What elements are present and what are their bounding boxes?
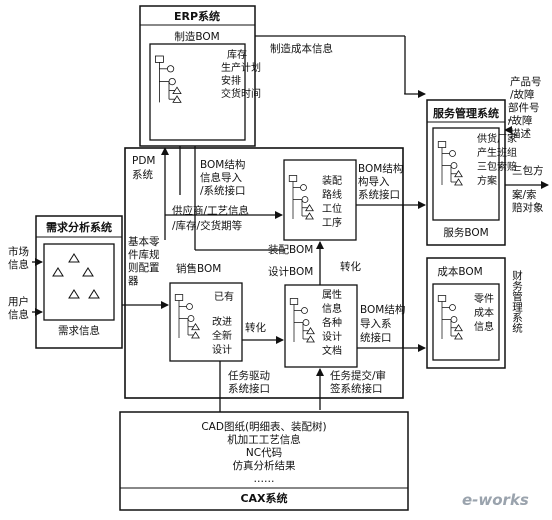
- market-input-3: 信息: [8, 308, 29, 321]
- mfg-bom-label: 制造BOM: [174, 30, 219, 43]
- cax-line-0: CAD图纸(明细表、装配树): [201, 420, 326, 433]
- service-input-1: /故障: [510, 88, 535, 101]
- demand-triangle-icons: [52, 253, 100, 299]
- basic-part-lib-3: 器: [128, 275, 139, 287]
- erp-v-1: 生产计划: [221, 61, 261, 74]
- basic-part-lib-0: 基本零: [128, 235, 160, 248]
- demand-info-box: [43, 243, 115, 321]
- cost-vertical-text: 零件 成本 信息: [474, 293, 494, 333]
- design-v-2: 各种: [322, 316, 342, 329]
- task-submit-1: 签系统接口: [330, 382, 383, 395]
- supplier-0: 供应商/工艺信息: [172, 204, 249, 217]
- sales-v-3: 设计: [212, 343, 232, 356]
- service-bom-label: 服务BOM: [443, 226, 488, 239]
- design-v-0: 属性: [322, 288, 342, 301]
- assembly-v-1: 路线: [322, 188, 342, 201]
- assembly-v-0: 装配: [322, 174, 342, 187]
- bom-struct-right-1: 构导入: [358, 175, 390, 188]
- finance-system-label: 财务管理系统: [511, 269, 523, 333]
- cax-line-4: ……: [254, 473, 275, 485]
- bom-struct-right-2: 系统接口: [358, 188, 400, 201]
- bom-struct-mid-2: 统接口: [360, 331, 392, 344]
- sales-bom-label: 销售BOM: [176, 262, 221, 275]
- service-input-4: 描述: [510, 127, 531, 140]
- design-bom-box: [284, 284, 358, 368]
- transform-label-lower: 转化: [245, 321, 266, 334]
- market-input-2: 用户: [8, 295, 29, 308]
- task-drive-1: 系统接口: [228, 382, 270, 395]
- service-v-0: 供货厂家: [477, 132, 517, 145]
- pdm-title-0: PDM: [132, 155, 155, 167]
- service-output-0: 三包方: [512, 164, 544, 177]
- erp-v-2: 安排: [221, 74, 241, 87]
- cost-v-0: 零件: [474, 293, 494, 305]
- erp-v-0: 库存: [227, 48, 247, 61]
- service-title: 服务管理系统: [433, 106, 499, 120]
- service-output-1: 案/索: [512, 188, 537, 201]
- sales-vertical-text: 已有 改进 全新 设计: [212, 290, 234, 356]
- supplier-1: /库存/交货期等: [172, 219, 243, 232]
- e-works-watermark: e-works: [462, 491, 529, 509]
- bom-struct-right-0: BOM结构: [358, 162, 403, 175]
- demand-title: 需求分析系统: [46, 220, 112, 234]
- transform-label-upper: 转化: [340, 260, 361, 273]
- pdm-title-1: 系统: [132, 168, 153, 181]
- erp-vertical-text: 库存 生产计划 安排 交货时间: [221, 48, 261, 100]
- bom-struct-top-1: 信息导入: [200, 171, 242, 184]
- sales-v-0: 已有: [214, 290, 234, 303]
- service-vertical-text: 供货厂家 产生班组 三包索赔 方案: [477, 132, 517, 187]
- assembly-bom-label: 装配BOM: [268, 243, 313, 256]
- service-v-3: 方案: [477, 174, 497, 187]
- assembly-bom-box: [283, 159, 357, 241]
- erp-v-3: 交货时间: [221, 87, 261, 100]
- bom-struct-top-2: /系统接口: [200, 184, 246, 197]
- service-input-3: /故障: [508, 114, 533, 127]
- design-v-3: 设计: [322, 330, 342, 343]
- cost-bom-label: 成本BOM: [437, 265, 482, 278]
- sales-v-2: 全新: [212, 329, 232, 342]
- basic-part-lib-1: 件库规: [128, 248, 160, 261]
- design-v-1: 信息: [322, 302, 342, 315]
- cax-line-1: 机加工工艺信息: [227, 433, 301, 446]
- service-v-2: 三包索赔: [477, 160, 517, 173]
- cost-v-2: 信息: [474, 320, 494, 333]
- cax-line-3: 仿真分析结果: [233, 459, 296, 472]
- service-input-0: 产品号: [510, 75, 542, 88]
- mfg-bom-box: [149, 43, 246, 141]
- assembly-vertical-text: 装配 路线 工位 工序: [322, 174, 342, 229]
- design-bom-label: 设计BOM: [268, 265, 313, 278]
- cax-line-2: NC代码: [246, 447, 282, 459]
- design-vertical-text: 属性 信息 各种 设计 文档: [322, 288, 342, 357]
- bom-struct-mid-0: BOM结构: [360, 303, 405, 316]
- task-drive-0: 任务驱动: [228, 369, 270, 382]
- erp-title: ERP系统: [174, 9, 220, 23]
- cax-system-box: [119, 411, 409, 511]
- design-v-4: 文档: [322, 344, 342, 357]
- market-input-1: 信息: [8, 258, 29, 271]
- assembly-v-2: 工位: [322, 202, 342, 215]
- service-input-2: 部件号: [508, 101, 540, 114]
- mfg-cost-info-label: 制造成本信息: [270, 42, 333, 55]
- cost-v-1: 成本: [474, 306, 494, 319]
- bom-struct-top-0: BOM结构: [200, 158, 245, 171]
- cax-title: CAX系统: [240, 491, 287, 505]
- sales-v-1: 改进: [212, 315, 232, 328]
- service-v-1: 产生班组: [477, 146, 517, 159]
- market-input-0: 市场: [8, 245, 29, 258]
- demand-info-label: 需求信息: [58, 324, 100, 337]
- assembly-v-3: 工序: [322, 216, 342, 229]
- bom-struct-mid-1: 导入系: [360, 318, 392, 330]
- basic-part-lib-2: 则配置: [128, 261, 160, 274]
- service-output-2: 赔对象: [512, 201, 544, 214]
- task-submit-0: 任务提交/审: [330, 369, 386, 382]
